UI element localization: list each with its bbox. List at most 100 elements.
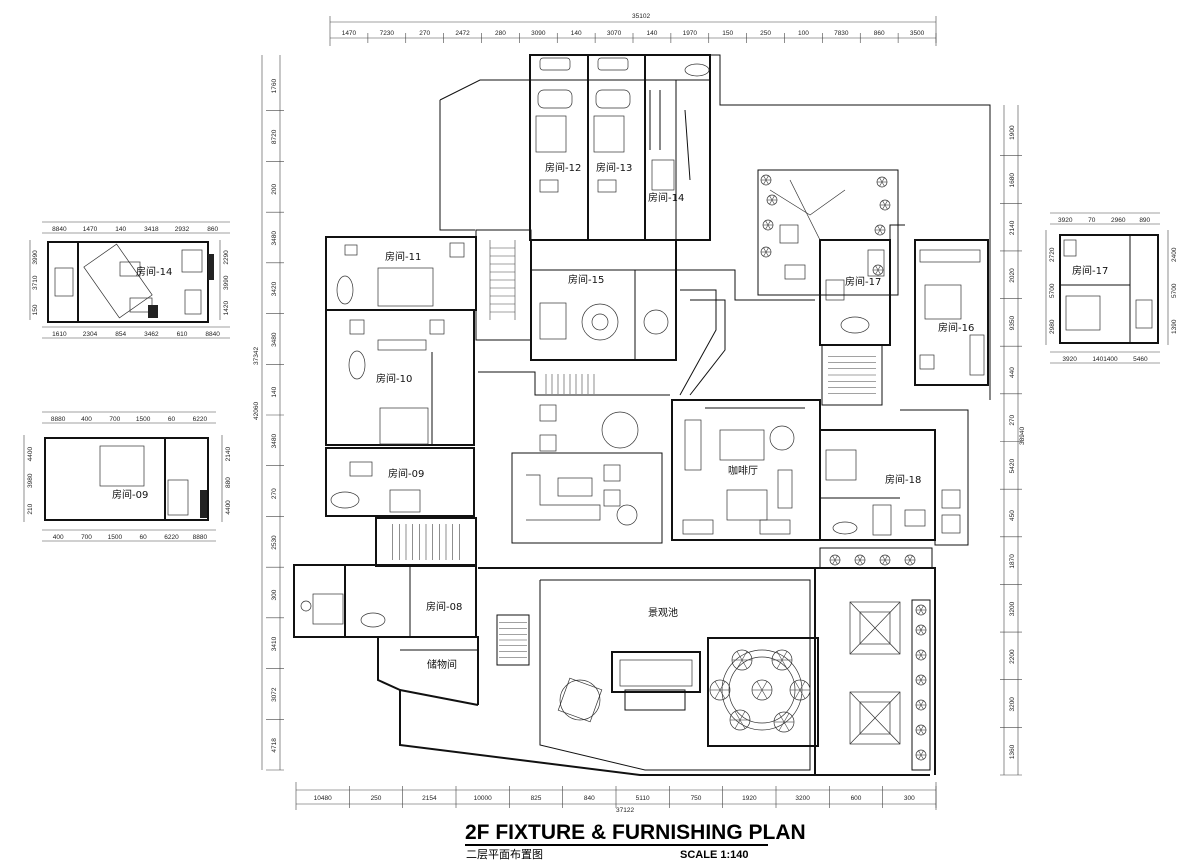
plant-stroke bbox=[763, 247, 767, 253]
dim-top-3: 2472 bbox=[455, 30, 470, 37]
dim-bottom-1: 250 bbox=[371, 795, 382, 802]
plant-stroke bbox=[736, 659, 743, 669]
dim-right-11: 2200 bbox=[1009, 649, 1016, 664]
plant-stroke bbox=[909, 555, 913, 561]
plant-stroke bbox=[719, 681, 726, 691]
plant-stroke bbox=[765, 251, 769, 257]
main-plan bbox=[293, 54, 991, 776]
plant-stroke bbox=[918, 725, 922, 731]
room-17-label: 房间-17 bbox=[845, 275, 881, 288]
dim-left-9: 2530 bbox=[271, 535, 278, 550]
i14-top-1: 1470 bbox=[83, 226, 98, 233]
dim-right-1: 1680 bbox=[1009, 173, 1016, 188]
plant-stroke bbox=[765, 224, 769, 230]
plant-stroke bbox=[881, 177, 885, 183]
plant-stroke bbox=[765, 179, 769, 185]
cafe-label: 咖啡厅 bbox=[728, 465, 758, 477]
plant-stroke bbox=[907, 559, 911, 565]
plant-stroke bbox=[920, 750, 924, 756]
dim-top-7: 3070 bbox=[607, 30, 622, 37]
plant-stroke bbox=[879, 181, 883, 187]
i17-top-1: 70 bbox=[1088, 217, 1096, 224]
i17-right-2: 1390 bbox=[1171, 319, 1178, 334]
plant-stroke bbox=[771, 195, 775, 201]
i14-bottom-0: 1610 bbox=[52, 331, 67, 338]
inset-17-label: 房间-17 bbox=[1072, 264, 1108, 277]
plant-stroke bbox=[756, 689, 763, 699]
room-10-label: 房间-10 bbox=[376, 372, 412, 385]
plant-stroke bbox=[761, 681, 768, 691]
plant-stroke bbox=[771, 199, 775, 205]
dim-bottom-total: 37122 bbox=[616, 807, 634, 814]
dim-top-12: 100 bbox=[798, 30, 809, 37]
plant-stroke bbox=[920, 625, 924, 631]
plant-stroke bbox=[763, 251, 767, 257]
dim-left-total: 37342 bbox=[253, 347, 260, 365]
plant-stroke bbox=[918, 629, 922, 635]
plant-stroke bbox=[920, 609, 924, 615]
inset-09-label: 房间-09 bbox=[112, 488, 148, 501]
room-15-label: 房间-15 bbox=[568, 273, 604, 286]
plant-stroke bbox=[832, 555, 836, 561]
i17-right-1: 5700 bbox=[1171, 283, 1178, 298]
room-12-label: 房间-12 bbox=[545, 161, 581, 174]
right-dimensions: 38940 1900168021402020935044027054204501… bbox=[1000, 105, 1026, 776]
i09-left-1: 3980 bbox=[27, 473, 34, 488]
plant-stroke bbox=[918, 675, 922, 681]
room-labels: 房间-12 房间-13 房间-14 房间-11 房间-15 房间-10 房间-0… bbox=[376, 161, 974, 671]
i17-right-0: 2400 bbox=[1171, 247, 1178, 262]
plant-stroke bbox=[783, 713, 790, 723]
i09-top-5: 6220 bbox=[193, 416, 208, 423]
dim-right-2: 2140 bbox=[1009, 220, 1016, 235]
i09-top-1: 400 bbox=[81, 416, 92, 423]
i17-bottom-1: 1401400 bbox=[1092, 356, 1118, 363]
i09-top-0: 8880 bbox=[51, 416, 66, 423]
plan-title: 2F FIXTURE & FURNISHING PLAN bbox=[465, 821, 806, 844]
plant-stroke bbox=[875, 265, 879, 271]
i09-bottom-5: 8880 bbox=[193, 534, 208, 541]
plant-stroke bbox=[761, 689, 768, 699]
plant-stroke bbox=[877, 269, 881, 275]
plant-stroke bbox=[879, 229, 883, 235]
plant-stroke bbox=[741, 659, 748, 669]
plant-stroke bbox=[918, 750, 922, 756]
plant-stroke bbox=[877, 265, 881, 271]
plant-stroke bbox=[920, 679, 924, 685]
plant-stroke bbox=[884, 204, 888, 210]
dim-right-3: 2020 bbox=[1009, 268, 1016, 283]
dim-left-11: 3410 bbox=[271, 636, 278, 651]
i17-bottom-0: 3920 bbox=[1062, 356, 1077, 363]
i14-left-1: 3710 bbox=[32, 275, 39, 290]
pond-label: 景观池 bbox=[648, 606, 678, 619]
plant-stroke bbox=[857, 559, 861, 565]
i14-bottom-5: 8840 bbox=[205, 331, 220, 338]
dim-left-4: 3420 bbox=[271, 281, 278, 296]
dim-bottom-5: 840 bbox=[584, 795, 595, 802]
dim-bottom-10: 600 bbox=[851, 795, 862, 802]
plant-stroke bbox=[739, 719, 746, 729]
dim-left-7: 3480 bbox=[271, 434, 278, 449]
dim-bottom-8: 1920 bbox=[742, 795, 757, 802]
storage-label: 储物间 bbox=[427, 658, 457, 671]
dim-top-13: 7830 bbox=[834, 30, 849, 37]
plant-stroke bbox=[920, 629, 924, 635]
dim-left-8: 270 bbox=[271, 488, 278, 499]
plant-stroke bbox=[781, 659, 788, 669]
dim-left-6: 140 bbox=[271, 386, 278, 397]
plant-stroke bbox=[884, 555, 888, 561]
i14-right-0: 2290 bbox=[223, 250, 230, 265]
dim-top-0: 1470 bbox=[342, 30, 357, 37]
dim-top-6: 140 bbox=[571, 30, 582, 37]
dim-right-8: 450 bbox=[1009, 510, 1016, 521]
dim-right-5: 440 bbox=[1009, 367, 1016, 378]
i14-bottom-2: 854 bbox=[115, 331, 126, 338]
plant-stroke bbox=[769, 199, 773, 205]
i17-bottom-2: 5460 bbox=[1133, 356, 1148, 363]
plant-stroke bbox=[918, 679, 922, 685]
dim-top-15: 3500 bbox=[910, 30, 925, 37]
plant-stroke bbox=[879, 177, 883, 183]
plant-stroke bbox=[765, 247, 769, 253]
plant-stroke bbox=[882, 200, 886, 206]
dim-top-9: 1970 bbox=[683, 30, 698, 37]
